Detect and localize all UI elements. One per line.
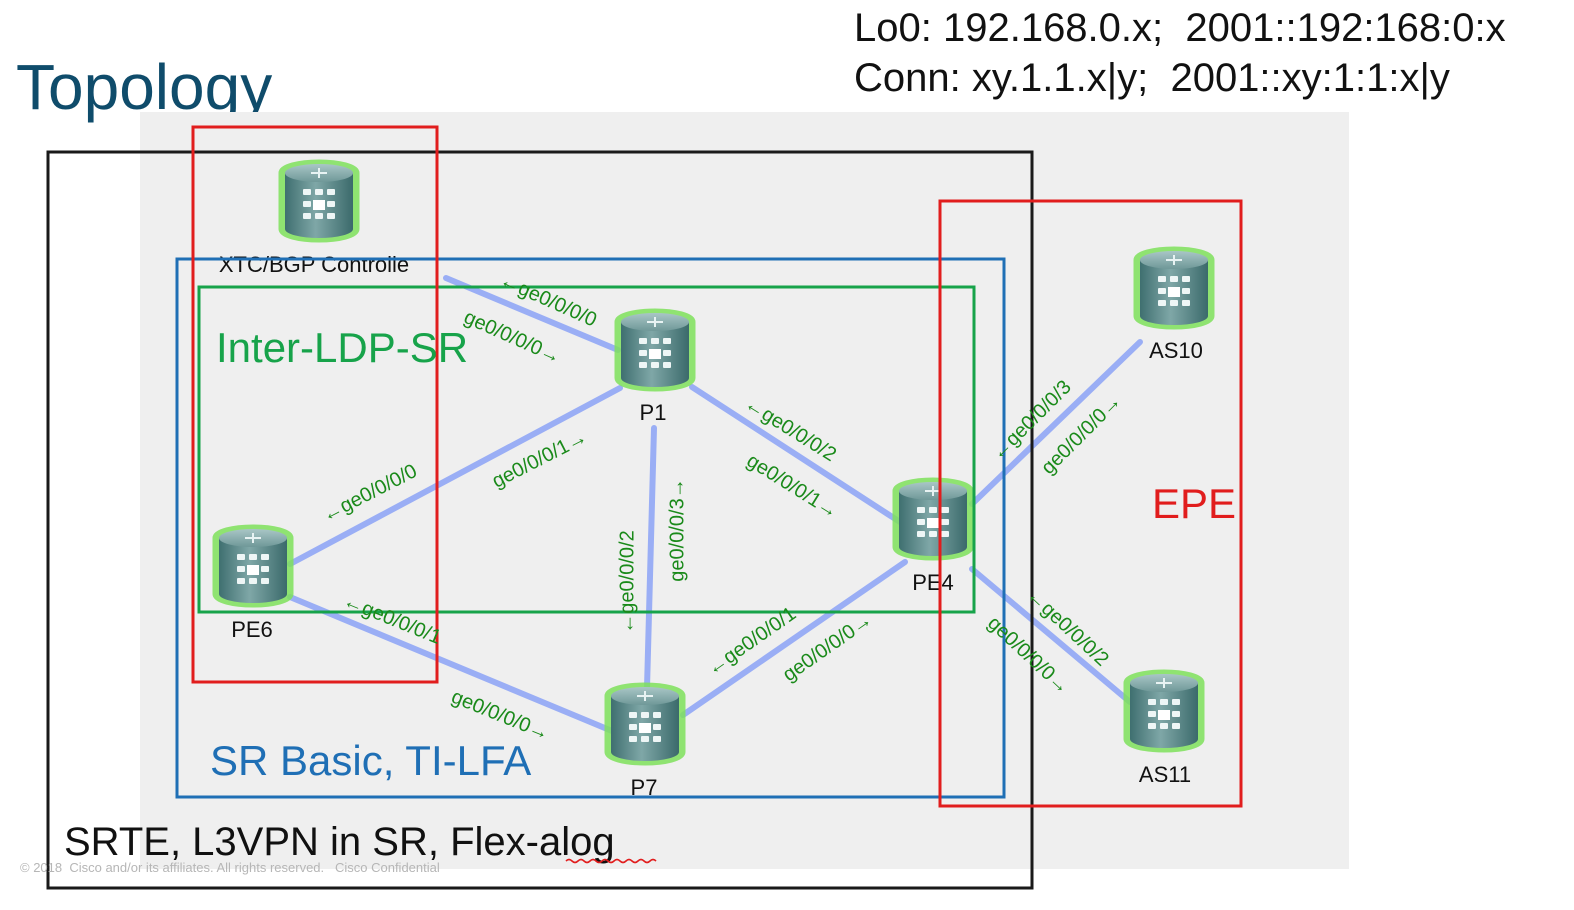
node-pe6[interactable] [212, 524, 294, 608]
region-sr-basic-label: SR Basic, TI-LFA [210, 737, 531, 784]
node-label-as11: AS11 [1139, 762, 1191, 787]
loopback-addressing: Lo0: 192.168.0.x; 2001::192:168:0:x [854, 6, 1506, 50]
interface-label-p1-p7-a: ←ge0/0/0/2 [616, 530, 638, 633]
region-sr-basic-box [175, 257, 1006, 799]
spellcheck-underline [565, 858, 657, 864]
node-as10[interactable] [1133, 246, 1215, 330]
link-p7-pe4 [680, 559, 908, 718]
region-srte-label-tail: alog [539, 820, 615, 864]
node-label-p1: P1 [640, 400, 667, 425]
router-icon [1133, 246, 1215, 330]
interface-label-p1-p7-b: ge0/0/0/3→ [666, 478, 688, 581]
copyright-footer: © 2018 Cisco and/or its affiliates. All … [20, 860, 440, 875]
link-xtc-p1 [443, 275, 621, 353]
node-label-pe6: PE6 [231, 617, 273, 642]
router-icon [1123, 669, 1205, 753]
node-p7[interactable] [604, 682, 686, 766]
router-icon [604, 682, 686, 766]
router-icon [212, 524, 294, 608]
connection-addressing: Conn: xy.1.1.x|y; 2001::xy:1:1:x|y [854, 56, 1450, 100]
router-icon [614, 308, 696, 392]
link-pe6-p1 [287, 385, 623, 567]
links-layer [287, 275, 1143, 734]
link-pe4-as11 [969, 566, 1133, 705]
region-srte-box [46, 150, 1034, 890]
link-pe6-p7 [287, 594, 615, 734]
link-p1-pe4 [689, 384, 903, 525]
region-inter-ldp-sr-label: Inter-LDP-SR [216, 324, 468, 371]
region-epe-box [938, 199, 1243, 808]
node-p1[interactable] [614, 308, 696, 392]
page-title: Topology [16, 51, 273, 123]
region-srte-label-main: SRTE, L3VPN in SR, Flex- [64, 820, 539, 864]
node-label-xtc: XTC/BGP Controlle [219, 252, 409, 277]
node-label-pe4: PE4 [912, 570, 954, 595]
node-pe4[interactable] [892, 477, 974, 561]
region-epe-label: EPE [1152, 480, 1236, 527]
node-as11[interactable] [1123, 669, 1205, 753]
link-pe4-as10 [969, 339, 1143, 507]
router-icon [278, 159, 360, 243]
node-label-as10: AS10 [1149, 338, 1203, 363]
node-xtc[interactable] [278, 159, 360, 243]
link-p1-p7 [644, 425, 657, 691]
router-icon [892, 477, 974, 561]
region-controller-box [191, 125, 439, 684]
region-inter-ldp-sr-box [197, 285, 976, 614]
region-srte-label: SRTE, L3VPN in SR, Flex-alog [64, 820, 615, 864]
